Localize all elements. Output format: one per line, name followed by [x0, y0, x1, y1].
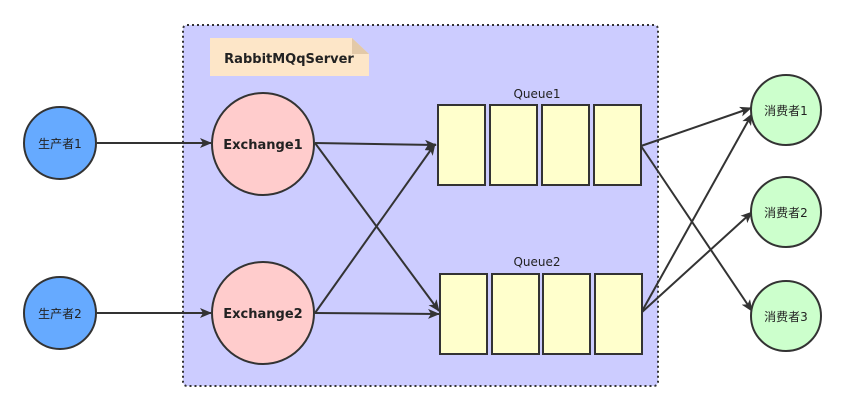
arrow-exchange2-queue1: [314, 143, 436, 314]
queue-2-slot-4: [594, 273, 643, 355]
queue-2-slot-1: [439, 273, 488, 355]
consumer-3: 消费者3: [750, 280, 822, 352]
consumer-2-node: [750, 176, 822, 248]
exchange-1-label: Exchange1: [223, 138, 302, 153]
arrow-queue2-consumer1: [640, 113, 753, 314]
queue-2-slot-2: [491, 273, 540, 355]
consumer-1-node: [750, 74, 822, 146]
queue-2-label: Queue2: [513, 255, 560, 269]
arrow-exchange2-queue2: [314, 308, 440, 319]
consumer-2: 消费者2: [750, 176, 822, 248]
server-label: RabbitMQqServer: [224, 52, 354, 67]
exchange-2-node: [211, 261, 315, 365]
queue-1-slot-2: [489, 104, 538, 186]
arrow-queue1-consumer3: [640, 145, 753, 312]
queue-2: Queue2: [439, 255, 643, 355]
queue-1-label: Queue1: [513, 87, 560, 101]
arrow-queue1-consumer1: [640, 106, 752, 147]
producer-2-label: 生产者2: [38, 307, 82, 321]
queue-1: Queue1: [437, 87, 642, 186]
producer-1: 生产者1: [23, 106, 97, 180]
consumer-1: 消费者1: [750, 74, 822, 146]
producer-1-label: 生产者1: [38, 137, 82, 151]
consumer-1-label: 消费者1: [764, 104, 808, 118]
queue-1-slot-4: [593, 104, 642, 186]
producer-2-node: [23, 276, 97, 350]
connections: [97, 106, 753, 319]
exchange-2: Exchange2: [211, 261, 315, 365]
arrow-queue2-consumer2: [640, 211, 753, 314]
queue-1-slot-3: [541, 104, 590, 186]
arrow-exchange1-queue1: [314, 139, 437, 150]
queue-2-slot-3: [542, 273, 591, 355]
consumer-2-label: 消费者2: [764, 206, 808, 220]
exchange-2-label: Exchange2: [223, 307, 302, 322]
server-label-note: RabbitMQqServer: [210, 38, 369, 76]
consumer-3-node: [750, 280, 822, 352]
queue-1-slot-1: [437, 104, 486, 186]
exchange-1: Exchange1: [211, 92, 315, 196]
consumer-3-label: 消费者3: [764, 310, 808, 324]
exchange-1-node: [211, 92, 315, 196]
producer-1-node: [23, 106, 97, 180]
producer-2: 生产者2: [23, 276, 97, 350]
